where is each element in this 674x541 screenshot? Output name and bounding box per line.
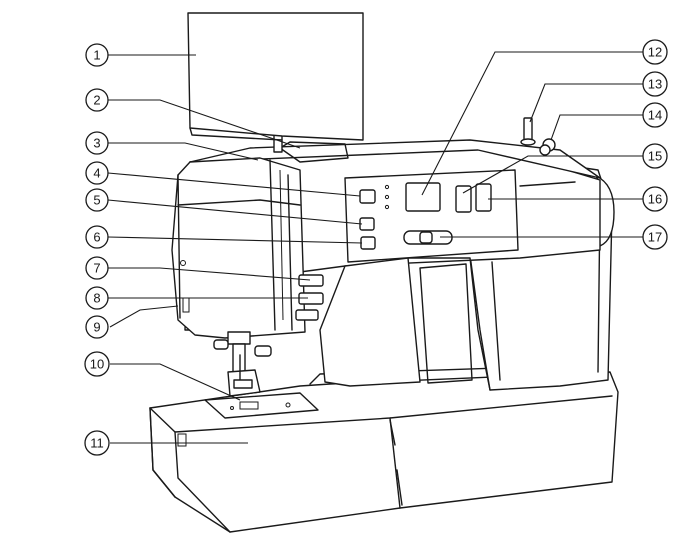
svg-text:2: 2	[93, 93, 100, 108]
panel-button-16	[475, 183, 492, 212]
panel-button-15	[455, 185, 472, 213]
svg-text:5: 5	[93, 193, 100, 208]
svg-text:3: 3	[93, 136, 100, 151]
callout-14: 14	[642, 102, 668, 128]
callout-2: 2	[85, 88, 109, 112]
callout-9: 9	[85, 315, 109, 339]
svg-text:15: 15	[648, 149, 662, 164]
callout-17: 17	[642, 224, 668, 250]
control-panel	[344, 169, 576, 263]
callout-4: 4	[85, 161, 109, 185]
callout-10: 10	[84, 351, 110, 377]
svg-text:13: 13	[648, 77, 662, 92]
panel-button-6	[360, 236, 376, 250]
svg-text:9: 9	[93, 320, 100, 335]
svg-text:1: 1	[93, 48, 100, 63]
callout-12: 12	[642, 39, 668, 65]
top-cover	[187, 12, 364, 141]
svg-text:10: 10	[90, 357, 104, 372]
callout-15: 15	[642, 143, 668, 169]
presser-foot-assembly	[213, 331, 272, 397]
panel-button-4	[359, 189, 376, 204]
leader-lines	[107, 51, 643, 444]
svg-text:4: 4	[93, 166, 100, 181]
callout-5: 5	[85, 188, 109, 212]
callout-1: 1	[85, 43, 109, 67]
svg-text:11: 11	[90, 436, 104, 451]
callout-8: 8	[85, 286, 109, 310]
svg-text:14: 14	[648, 108, 662, 123]
callout-11: 11	[84, 430, 110, 456]
lcd-display	[405, 182, 441, 212]
callout-13: 13	[642, 71, 668, 97]
callout-7: 7	[85, 256, 109, 280]
svg-text:12: 12	[648, 45, 662, 60]
svg-text:16: 16	[648, 192, 662, 207]
panel-button-5	[359, 217, 375, 231]
svg-text:17: 17	[648, 230, 662, 245]
needle-plate	[204, 392, 319, 419]
callout-16: 16	[642, 186, 668, 212]
callout-3: 3	[85, 131, 109, 155]
svg-text:7: 7	[93, 261, 100, 276]
callout-6: 6	[85, 225, 109, 249]
svg-text:6: 6	[93, 230, 100, 245]
svg-text:8: 8	[93, 291, 100, 306]
